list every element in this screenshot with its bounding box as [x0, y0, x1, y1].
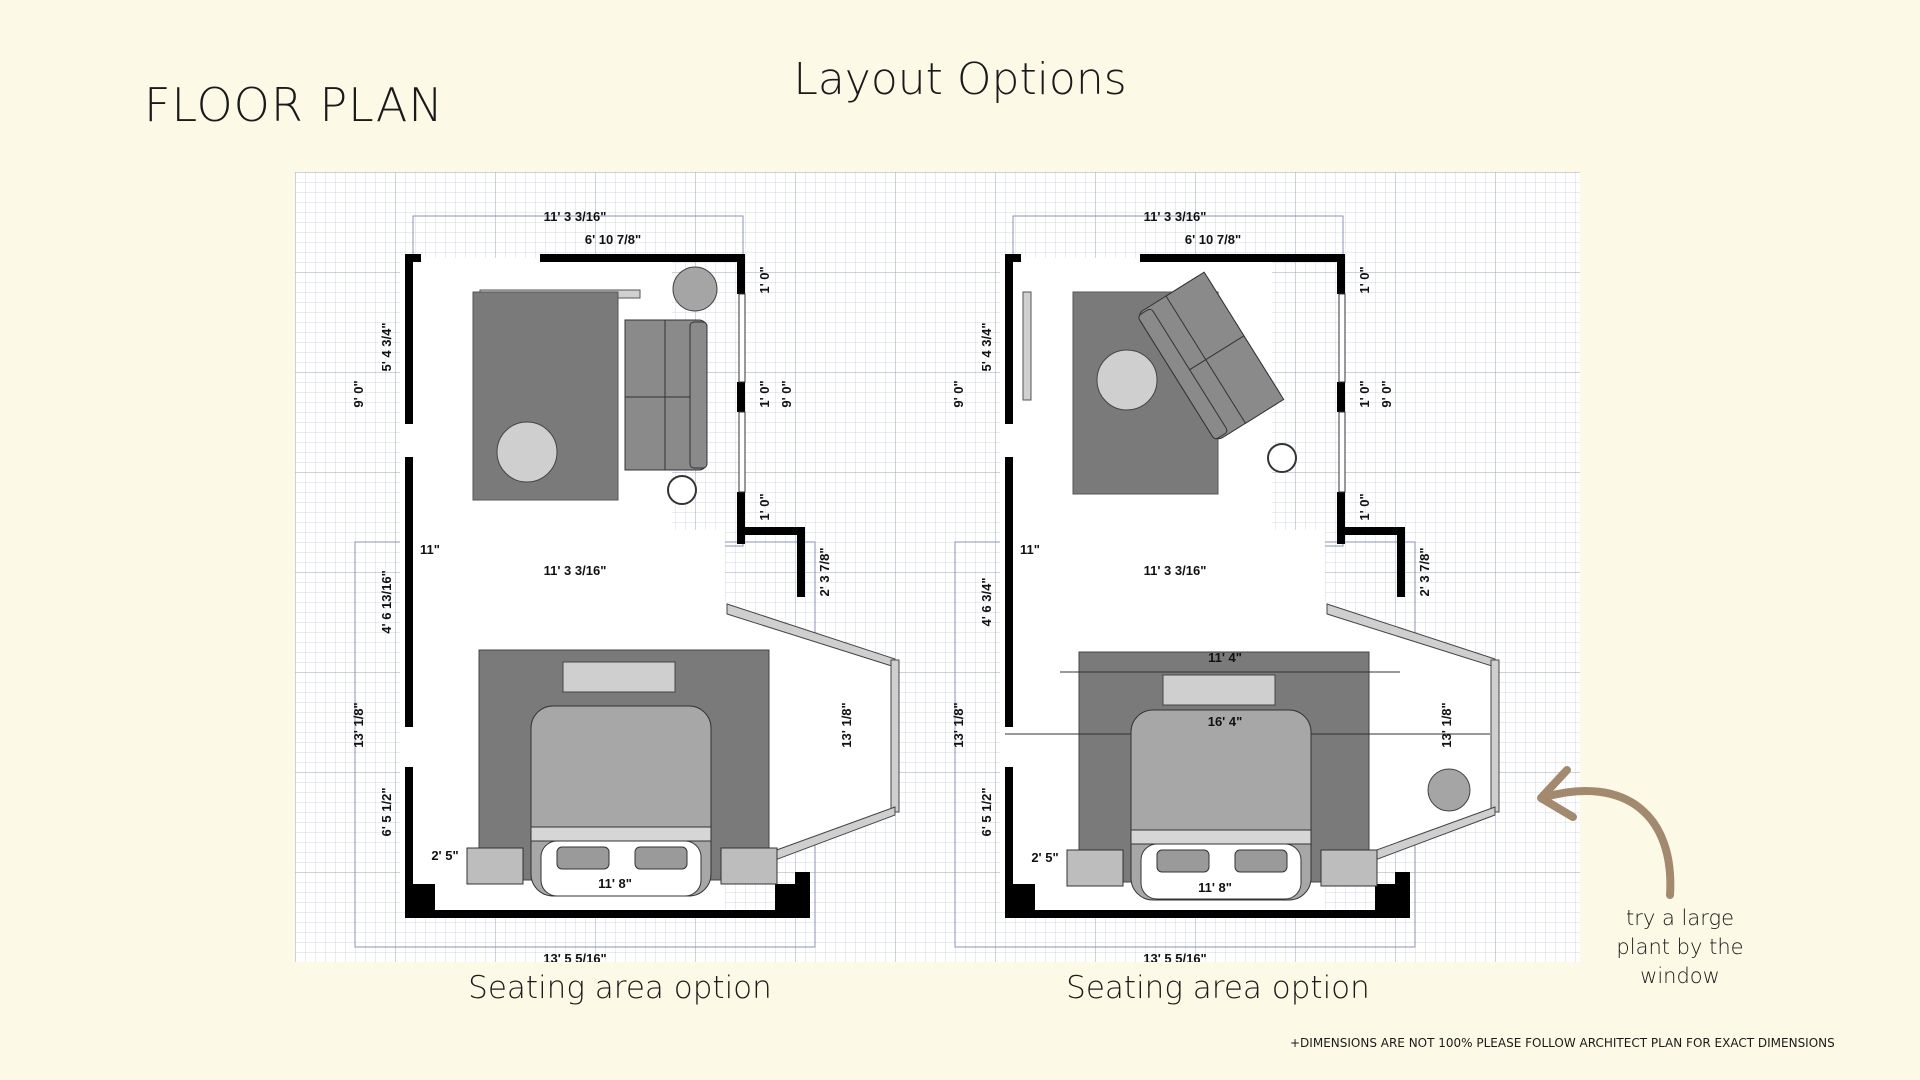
plan-2: 11' 3 3/16" 6' 10 7/8" 11' 3 3/16" 11" 1… — [951, 209, 1500, 962]
svg-text:11": 11" — [420, 542, 440, 557]
svg-text:1' 0": 1' 0" — [757, 493, 772, 520]
svg-text:4' 6 3/4": 4' 6 3/4" — [979, 577, 994, 626]
svg-text:1' 0": 1' 0" — [757, 380, 772, 407]
plan-1: 11' 3 3/16" 6' 10 7/8" 11' 3 3/16" 11" 2… — [351, 209, 900, 962]
svg-text:1' 0": 1' 0" — [1357, 493, 1372, 520]
note-line: window — [1640, 964, 1720, 988]
svg-text:2' 5": 2' 5" — [431, 848, 458, 863]
floor-plan-drawing: 11' 3 3/16" 6' 10 7/8" 11' 3 3/16" 11" 2… — [295, 172, 1580, 962]
svg-text:13' 5 5/16": 13' 5 5/16" — [1143, 951, 1206, 962]
disclaimer: +DIMENSIONS ARE NOT 100% PLEASE FOLLOW A… — [1290, 1036, 1835, 1050]
svg-text:2' 3 7/8": 2' 3 7/8" — [1417, 547, 1432, 596]
sofa — [1138, 271, 1285, 440]
svg-text:9' 0": 9' 0" — [1379, 380, 1394, 407]
svg-text:13' 1/8": 13' 1/8" — [951, 702, 966, 747]
coffee-table — [1096, 349, 1158, 411]
svg-text:2' 5": 2' 5" — [1031, 850, 1058, 865]
plant-note: try a large plant by the window — [1590, 904, 1770, 991]
page-title: FLOOR PLAN — [144, 78, 444, 132]
note-line: plant by the — [1616, 935, 1744, 959]
svg-text:6' 10 7/8": 6' 10 7/8" — [585, 232, 641, 247]
curved-arrow-icon — [1537, 766, 1675, 899]
svg-text:11": 11" — [1020, 542, 1040, 557]
coffee-table — [496, 421, 558, 483]
svg-text:11' 4": 11' 4" — [1208, 650, 1242, 665]
svg-text:5' 4 3/4": 5' 4 3/4" — [379, 322, 394, 371]
svg-text:11' 8": 11' 8" — [1198, 880, 1232, 895]
svg-text:13' 1/8": 13' 1/8" — [351, 702, 366, 747]
svg-text:6' 10 7/8": 6' 10 7/8" — [1185, 232, 1241, 247]
page-subtitle: Layout Options — [793, 54, 1127, 105]
svg-text:9' 0": 9' 0" — [779, 380, 794, 407]
svg-text:9' 0": 9' 0" — [351, 380, 366, 407]
svg-text:16' 4": 16' 4" — [1208, 714, 1243, 729]
svg-text:2' 3 7/8": 2' 3 7/8" — [817, 547, 832, 596]
svg-text:5' 4 3/4": 5' 4 3/4" — [979, 322, 994, 371]
svg-text:11' 3 3/16": 11' 3 3/16" — [1144, 209, 1207, 224]
svg-text:13' 1/8": 13' 1/8" — [1439, 702, 1454, 747]
note-line: try a large — [1625, 906, 1734, 930]
plan-2-caption: Seating area option — [1066, 970, 1370, 1006]
svg-text:9' 0": 9' 0" — [951, 380, 966, 407]
svg-text:4' 6 13/16": 4' 6 13/16" — [379, 570, 394, 633]
svg-text:6' 5 1/2": 6' 5 1/2" — [379, 787, 394, 836]
svg-text:1' 0": 1' 0" — [757, 266, 772, 293]
svg-text:11' 3 3/16": 11' 3 3/16" — [1144, 563, 1207, 578]
sofa — [624, 319, 708, 471]
svg-text:11' 8": 11' 8" — [598, 876, 632, 891]
bed — [1130, 709, 1312, 901]
svg-text:1' 0": 1' 0" — [1357, 266, 1372, 293]
bed — [530, 705, 712, 897]
svg-text:1' 0": 1' 0" — [1357, 380, 1372, 407]
svg-text:6' 5 1/2": 6' 5 1/2" — [979, 787, 994, 836]
svg-text:11' 3 3/16": 11' 3 3/16" — [544, 563, 607, 578]
svg-text:11' 3 3/16": 11' 3 3/16" — [544, 209, 607, 224]
plant — [1427, 768, 1471, 812]
svg-text:13' 5 5/16": 13' 5 5/16" — [543, 951, 606, 962]
svg-text:13' 1/8": 13' 1/8" — [839, 702, 854, 747]
plan-1-caption: Seating area option — [468, 970, 772, 1006]
